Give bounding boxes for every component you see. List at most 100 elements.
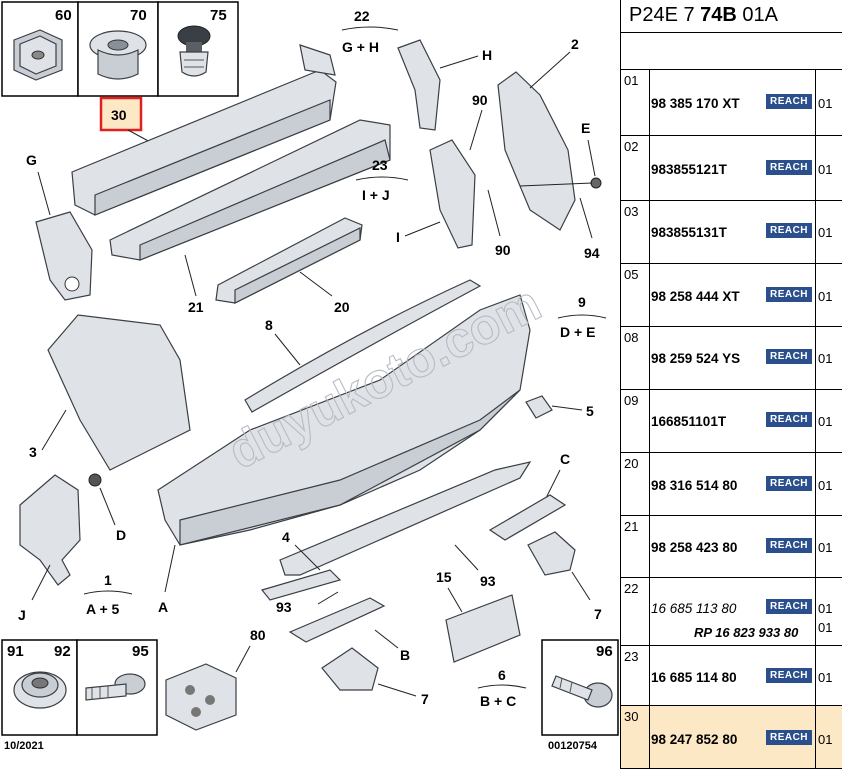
row-quantity-secondary: 01 bbox=[818, 620, 833, 635]
reach-badge: REACH bbox=[766, 538, 812, 553]
label-5: 5 bbox=[586, 403, 594, 419]
label-a: A bbox=[158, 599, 168, 615]
label-8: 8 bbox=[265, 317, 273, 333]
row-quantity: 01 bbox=[818, 351, 833, 366]
callout-6-number: 6 bbox=[498, 667, 506, 683]
callout-9-number: 9 bbox=[578, 294, 586, 310]
reach-badge: REACH bbox=[766, 476, 812, 491]
row-number: 03 bbox=[621, 201, 650, 263]
row-number: 05 bbox=[621, 264, 650, 326]
exploded-parts-diagram: 60 70 75 30 bbox=[1, 1, 619, 752]
part-reference[interactable]: 983855121T bbox=[651, 162, 727, 177]
trim-strip-part-8 bbox=[244, 279, 482, 413]
label-h: H bbox=[482, 47, 492, 63]
table-row[interactable]: 22 16 685 113 80 REACH RP 16 823 933 80 … bbox=[620, 578, 842, 646]
reach-badge: REACH bbox=[766, 287, 812, 302]
thumb-label-95: 95 bbox=[132, 643, 149, 660]
thumb-label-91: 91 bbox=[7, 643, 24, 660]
callout-9-sub: D + E bbox=[560, 324, 595, 340]
row-number: 02 bbox=[621, 136, 650, 200]
catalog-code-bold: 74B bbox=[700, 4, 737, 26]
bumper-beam-part bbox=[71, 44, 337, 216]
absorber-part-21 bbox=[109, 119, 391, 261]
row-quantity: 01 bbox=[818, 289, 833, 304]
bracket-part-7-lower bbox=[321, 647, 379, 691]
table-row[interactable]: 08 98 259 524 YS REACH 01 bbox=[620, 327, 842, 390]
thumbnail-strip-bottom: 91 92 95 96 bbox=[1, 639, 619, 736]
license-plate-part-15 bbox=[445, 594, 521, 663]
row-number: 21 bbox=[621, 516, 650, 577]
bolt-icon bbox=[85, 673, 146, 701]
callout-1-number: 1 bbox=[104, 572, 112, 588]
reach-badge: REACH bbox=[766, 223, 812, 238]
replacement-reference[interactable]: RP 16 823 933 80 bbox=[694, 625, 799, 640]
label-80: 80 bbox=[250, 627, 266, 643]
row-quantity: 01 bbox=[818, 540, 833, 555]
label-90-top: 90 bbox=[472, 92, 488, 108]
flange-nut-icon bbox=[13, 671, 67, 709]
label-c: C bbox=[560, 451, 570, 467]
label-93-right: 93 bbox=[480, 573, 496, 589]
reach-badge: REACH bbox=[766, 349, 812, 364]
thumb-label-75: 75 bbox=[210, 7, 227, 24]
catalog-code-prefix: P24E 7 bbox=[629, 4, 701, 26]
callout-6-sub: B + C bbox=[480, 693, 516, 709]
label-3: 3 bbox=[29, 444, 37, 460]
bracket-part-h bbox=[397, 39, 441, 131]
label-20: 20 bbox=[334, 299, 350, 315]
rivet-icon bbox=[89, 30, 147, 80]
label-e: E bbox=[581, 120, 590, 136]
part-reference[interactable]: 166851101T bbox=[651, 414, 727, 429]
row-quantity: 01 bbox=[818, 478, 833, 493]
row-quantity: 01 bbox=[818, 96, 833, 111]
callout-22-number: 22 bbox=[354, 8, 370, 24]
label-7-lower: 7 bbox=[421, 691, 429, 707]
part-reference[interactable]: 98 259 524 YS bbox=[651, 351, 741, 366]
callout-23-sub: I + J bbox=[362, 187, 390, 203]
table-row[interactable]: 05 98 258 444 XT REACH 01 bbox=[620, 264, 842, 327]
part-reference[interactable]: 98 316 514 80 bbox=[651, 478, 738, 493]
row-number: 23 bbox=[621, 646, 650, 705]
table-row[interactable]: 09 166851101T REACH 01 bbox=[620, 390, 842, 453]
row-quantity: 01 bbox=[818, 162, 833, 177]
label-21: 21 bbox=[188, 299, 204, 315]
label-93-left: 93 bbox=[276, 599, 292, 615]
row-quantity: 01 bbox=[818, 670, 833, 685]
part-reference[interactable]: 16 685 113 80 bbox=[651, 601, 737, 616]
row-number: 08 bbox=[621, 327, 650, 389]
parts-table-header: P24E 7 74B 01A bbox=[620, 0, 842, 33]
side-panel-part-2 bbox=[497, 71, 576, 231]
row-number: 09 bbox=[621, 390, 650, 452]
label-b: B bbox=[400, 647, 410, 663]
callout-1-sub: A + 5 bbox=[86, 601, 120, 617]
part-reference[interactable]: 983855131T bbox=[651, 225, 727, 240]
bumper-cover-part-a bbox=[157, 294, 531, 546]
part-reference[interactable]: 98 258 423 80 bbox=[651, 540, 738, 555]
row-quantity: 01 bbox=[818, 414, 833, 429]
row-number: 30 bbox=[621, 706, 650, 768]
callout-23-number: 23 bbox=[372, 157, 388, 173]
thumbnail-strip-top: 60 70 75 bbox=[1, 1, 239, 97]
diffuser-part bbox=[279, 461, 532, 576]
clip-nut-icon bbox=[13, 29, 63, 81]
table-row[interactable]: 21 98 258 423 80 REACH 01 bbox=[620, 516, 842, 578]
callout-22-sub: G + H bbox=[342, 39, 379, 55]
bracket-part-g bbox=[35, 211, 93, 301]
label-g: G bbox=[26, 152, 37, 168]
bracket-part-7-upper bbox=[527, 531, 576, 576]
part-reference[interactable]: 98 385 170 XT bbox=[651, 96, 740, 111]
parts-table-subheader bbox=[620, 33, 842, 70]
part-reference[interactable]: 98 247 852 80 bbox=[651, 732, 738, 747]
part-reference[interactable]: 98 258 444 XT bbox=[651, 289, 740, 304]
reach-badge: REACH bbox=[766, 412, 812, 427]
part-reference[interactable]: 16 685 114 80 bbox=[651, 670, 737, 685]
reach-badge: REACH bbox=[766, 599, 812, 614]
label-4: 4 bbox=[282, 529, 290, 545]
label-j: J bbox=[18, 607, 26, 623]
